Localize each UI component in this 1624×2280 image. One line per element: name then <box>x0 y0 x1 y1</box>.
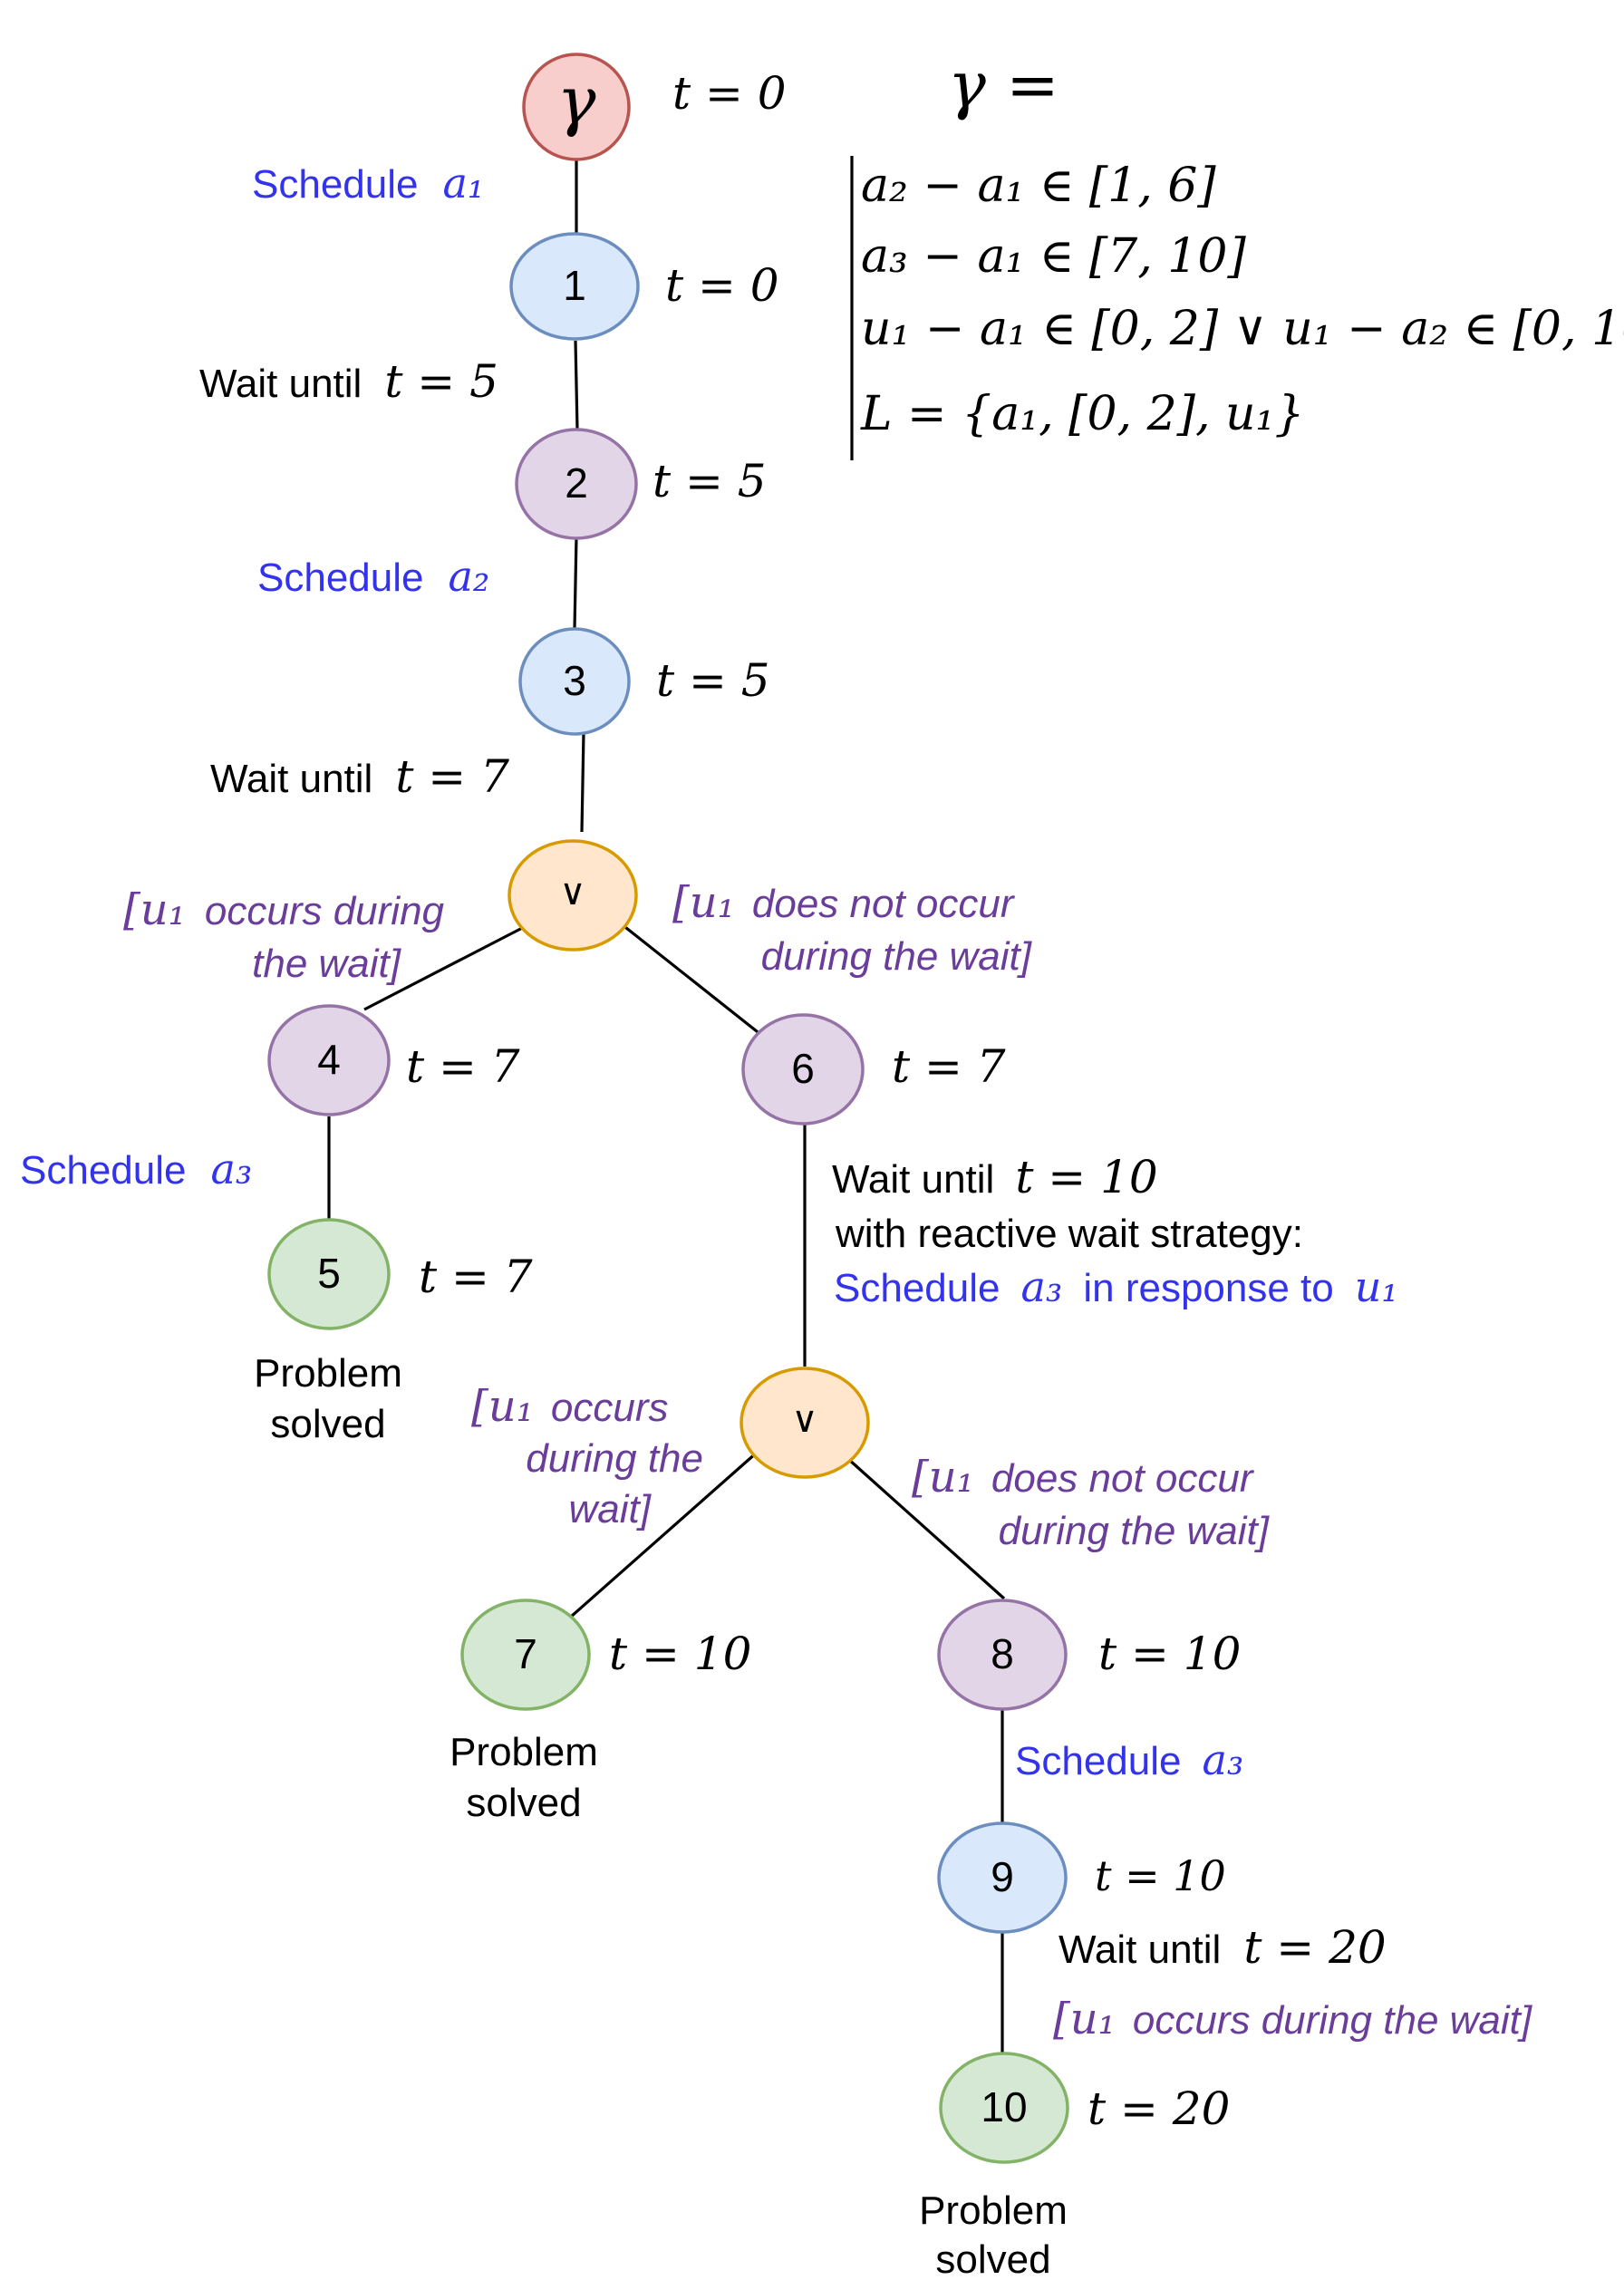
time-3: t = 5 <box>656 654 770 707</box>
edge-or2-7 <box>569 1450 759 1618</box>
node-9-label: 9 <box>991 1853 1014 1900</box>
edge-1-2 <box>574 340 579 430</box>
branch-or2-left-line2: during the <box>526 1436 703 1481</box>
node-or-2-label: ∨ <box>791 1400 817 1440</box>
outcome-n10-line1: Problem <box>919 2188 1068 2233</box>
edge-or1-4 <box>363 923 530 1011</box>
time-7: t = 10 <box>609 1628 751 1680</box>
outcome-n7-line2: solved <box>466 1781 581 1825</box>
node-7-label: 7 <box>514 1630 537 1677</box>
node-4[interactable]: 4 <box>267 1004 391 1116</box>
node-or-1-label: ∨ <box>559 873 585 913</box>
branch-n10: [u₁ occurs during the wait] <box>1053 1994 1533 2044</box>
branch-or2-right-line2: during the wait] <box>999 1509 1271 1553</box>
time-4: t = 7 <box>406 1040 520 1093</box>
action-wait-5: Wait until t = 5 <box>199 355 498 408</box>
gamma-line-1: a₂ − a₁ ∈ [1, 6] <box>861 159 1216 213</box>
action-reactive-schedule: Schedule a₃ in response to u₁ <box>834 1262 1398 1311</box>
action-schedule-a3-left: Schedule a₃ <box>20 1145 252 1193</box>
node-6-label: 6 <box>791 1045 815 1092</box>
gamma-title: γ = <box>948 48 1059 122</box>
time-6: t = 7 <box>892 1040 1006 1093</box>
action-reactive-strategy: with reactive wait strategy: <box>835 1212 1303 1256</box>
node-1[interactable]: 1 <box>509 232 640 341</box>
node-1-label: 1 <box>563 262 586 309</box>
time-9: t = 10 <box>1095 1851 1226 1900</box>
edge-2-3 <box>573 536 578 630</box>
action-schedule-a2: Schedule a₂ <box>257 552 489 601</box>
outcome-labels: Problem solved Problem solved Problem so… <box>254 1351 1068 2280</box>
action-schedule-a3-right: Schedule a₃ <box>1015 1735 1243 1784</box>
outcome-n7-line1: Problem <box>450 1730 598 1774</box>
action-schedule-a1: Schedule a₁ <box>252 159 484 208</box>
branch-or2-right-line1: [u₁ does not occur <box>912 1452 1255 1502</box>
branch-labels: [u₁ occurs during the wait] [u₁ does not… <box>123 877 1533 2044</box>
action-wait-10: Wait until t = 10 <box>832 1151 1158 1203</box>
node-5-label: 5 <box>317 1250 341 1297</box>
gamma-line-4: L = {a₁, [0, 2], u₁} <box>860 387 1304 441</box>
branch-or2-left-line3: wait] <box>569 1487 652 1531</box>
gamma-line-3: u₁ − a₁ ∈ [0, 2] ∨ u₁ − a₂ ∈ [0, 10] <box>861 302 1624 356</box>
branch-or1-left-line2: the wait] <box>252 942 402 986</box>
node-2-label: 2 <box>565 459 588 507</box>
tree-edges <box>327 159 1006 2053</box>
node-10[interactable]: 10 <box>939 2052 1069 2164</box>
node-9[interactable]: 9 <box>937 1821 1068 1934</box>
time-root: t = 0 <box>672 67 787 120</box>
branch-or1-right-line2: during the wait] <box>761 934 1033 979</box>
node-or-1[interactable]: ∨ <box>508 839 638 952</box>
edge-or2-8 <box>846 1457 1006 1600</box>
gamma-constraints: γ = a₂ − a₁ ∈ [1, 6] a₃ − a₁ ∈ [7, 10] u… <box>850 48 1624 460</box>
time-5: t = 7 <box>419 1251 533 1303</box>
time-2: t = 5 <box>652 455 767 507</box>
outcome-n10-line2: solved <box>935 2237 1050 2280</box>
node-6[interactable]: 6 <box>741 1013 865 1126</box>
time-labels: t = 0 t = 0 t = 5 t = 5 t = 7 t = 7 t = … <box>406 67 1241 2135</box>
edge-or1-6 <box>621 923 762 1037</box>
node-8-label: 8 <box>991 1630 1014 1677</box>
time-1: t = 0 <box>665 259 779 312</box>
time-8: t = 10 <box>1098 1628 1241 1680</box>
node-8[interactable]: 8 <box>937 1599 1068 1711</box>
action-wait-7: Wait until t = 7 <box>210 750 509 803</box>
time-10: t = 20 <box>1088 2082 1230 2135</box>
outcome-n5-line1: Problem <box>254 1351 402 1396</box>
node-10-label: 10 <box>981 2083 1027 2130</box>
node-5[interactable]: 5 <box>267 1218 391 1330</box>
branch-or2-left-line1: [u₁ occurs <box>471 1381 668 1432</box>
gamma-line-2: a₃ − a₁ ∈ [7, 10] <box>861 229 1246 284</box>
node-root[interactable]: γ <box>522 53 631 161</box>
branch-or1-left-line1: [u₁ occurs during <box>123 884 445 935</box>
action-labels: Schedule a₁ Wait until t = 5 Schedule a₂… <box>20 159 1398 1974</box>
node-3[interactable]: 3 <box>518 627 631 736</box>
node-3-label: 3 <box>563 657 586 704</box>
branch-or1-right-line1: [u₁ does not occur <box>672 877 1016 928</box>
node-4-label: 4 <box>317 1036 341 1083</box>
action-wait-20: Wait until t = 20 <box>1058 1921 1387 1974</box>
outcome-n5-line2: solved <box>270 1402 385 1446</box>
node-7[interactable]: 7 <box>460 1599 591 1711</box>
edge-3-or1 <box>580 731 585 833</box>
node-root-label: γ <box>556 63 596 139</box>
node-2[interactable]: 2 <box>515 428 638 540</box>
node-or-2[interactable]: ∨ <box>740 1367 870 1479</box>
